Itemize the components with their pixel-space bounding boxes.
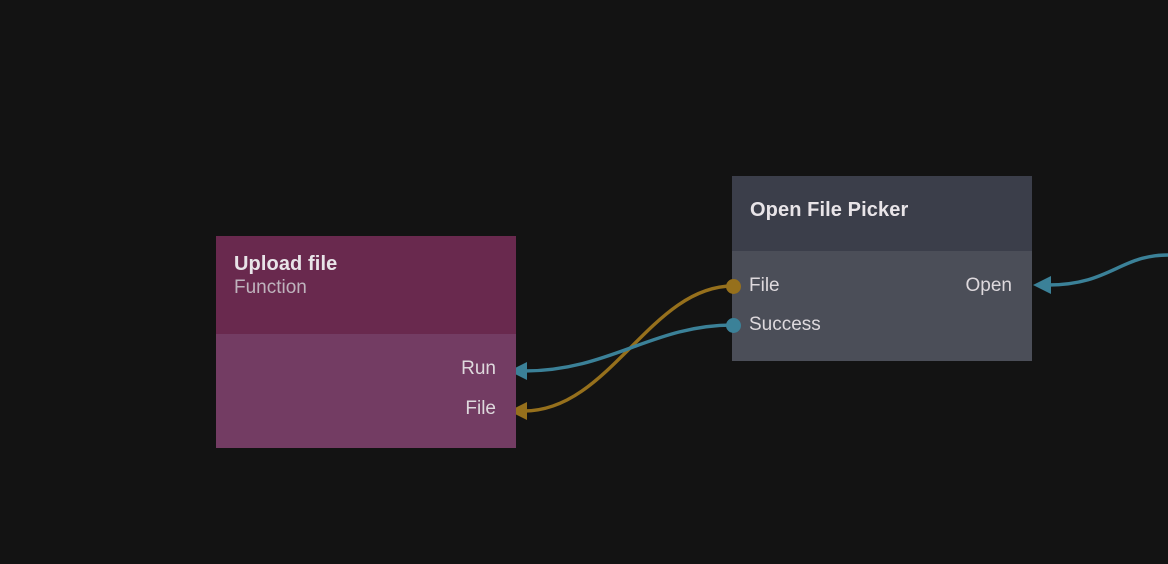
output-port-file-label: File	[465, 398, 496, 419]
output-port-run[interactable]: Run	[461, 358, 496, 380]
node-open-file-picker-title: Open File Picker	[750, 199, 909, 221]
port-dot-file-input[interactable]	[726, 279, 741, 294]
input-port-success-label: Success	[749, 314, 821, 335]
node-upload-file[interactable]: Upload file Function Run File	[216, 236, 516, 448]
edge-success-to-run[interactable]	[509, 323, 735, 380]
node-open-file-picker-header[interactable]: Open File Picker	[732, 176, 1032, 251]
output-port-file[interactable]: File	[465, 398, 496, 420]
node-upload-file-body: Run File	[216, 334, 516, 448]
output-port-run-label: Run	[461, 358, 496, 379]
node-open-file-picker[interactable]: Open File Picker File Success Open	[732, 176, 1032, 361]
node-upload-file-title: Upload file	[234, 253, 338, 275]
node-upload-file-subtitle: Function	[234, 277, 307, 298]
port-dot-success-input[interactable]	[726, 318, 741, 333]
edge-offscreen-to-open[interactable]	[1033, 253, 1168, 294]
node-open-file-picker-body: File Success Open	[732, 251, 1032, 361]
output-port-open[interactable]: Open	[966, 275, 1012, 297]
node-upload-file-header[interactable]: Upload file Function	[216, 236, 516, 334]
output-port-open-label: Open	[965, 275, 1012, 296]
input-port-success[interactable]: Success	[749, 314, 821, 336]
input-port-file-label: File	[749, 275, 780, 296]
input-port-file[interactable]: File	[749, 275, 780, 297]
